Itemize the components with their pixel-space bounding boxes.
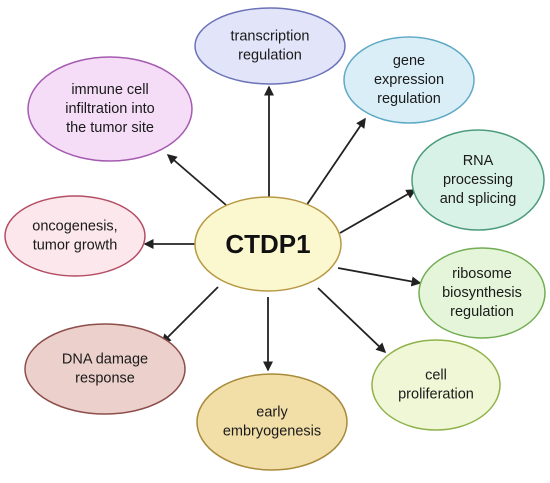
node-label-line: embryogenesis (223, 424, 321, 440)
node-label-line: immune cell (71, 82, 148, 98)
arrow-to-dna-damage-response (160, 286, 219, 345)
node-ellipse (371, 339, 501, 431)
node-ellipse (196, 373, 348, 471)
nodes-layer: transcription regulation gene expression reg… (4, 7, 546, 471)
node-ellipse (418, 247, 546, 339)
node-immune-cell-infiltration: immune cell infiltration into the tumor si… (27, 56, 193, 162)
node-label-line: expression (374, 72, 444, 88)
node-cell-proliferation: cell proliferation (371, 339, 501, 431)
center-ellipse (194, 196, 342, 292)
node-dna-damage-response: DNA damage response (24, 323, 186, 415)
node-ellipse (27, 56, 193, 162)
node-label-line: response (75, 371, 135, 387)
node-label-line: regulation (450, 304, 514, 320)
arrow-to-immune-cell-infiltration (166, 154, 227, 206)
node-ellipse (4, 195, 146, 277)
arrow-to-ribosome-biosynthesis-regulation (337, 267, 422, 287)
node-label-line: DNA damage (62, 352, 148, 368)
arrow-to-gene-expression-regulation (305, 117, 366, 207)
center-label: CTDP1 (225, 229, 310, 259)
center-node: CTDP1 (194, 196, 342, 292)
node-label-line: processing (443, 172, 513, 188)
node-label-line: transcription (231, 29, 310, 45)
node-label-line: proliferation (398, 387, 474, 403)
node-label-line: regulation (238, 48, 302, 64)
node-ribosome-biosynthesis-regulation: ribosome biosynthesis regulation (418, 247, 546, 339)
arrow-to-cell-proliferation (317, 287, 387, 354)
node-rna-processing-splicing: RNA processing and splicing (411, 129, 545, 231)
node-label-line: cell (425, 368, 447, 384)
node-early-embryogenesis: early embryogenesis (196, 373, 348, 471)
node-oncogenesis-tumor-growth: oncogenesis, tumor growth (4, 195, 146, 277)
node-label-line: the tumor site (66, 120, 154, 136)
node-label-line: gene (393, 53, 425, 69)
node-label-line: infiltration into (65, 101, 154, 117)
node-ellipse (411, 129, 545, 231)
node-label-line: ribosome (452, 266, 512, 282)
node-ellipse (343, 36, 475, 124)
node-transcription-regulation: transcription regulation (194, 7, 346, 85)
node-label-line: oncogenesis, (32, 219, 117, 235)
node-label-line: and splicing (440, 191, 517, 207)
arrows-layer (143, 85, 422, 372)
node-label-line: RNA (463, 153, 494, 169)
node-label-line: early (256, 405, 288, 421)
node-label-line: regulation (377, 91, 441, 107)
node-label-line: tumor growth (33, 238, 118, 254)
node-gene-expression-regulation: gene expression regulation (343, 36, 475, 124)
node-ellipse (194, 7, 346, 85)
arrow-to-rna-processing-splicing (339, 189, 417, 234)
node-label-line: biosynthesis (442, 285, 522, 301)
node-ellipse (24, 323, 186, 415)
